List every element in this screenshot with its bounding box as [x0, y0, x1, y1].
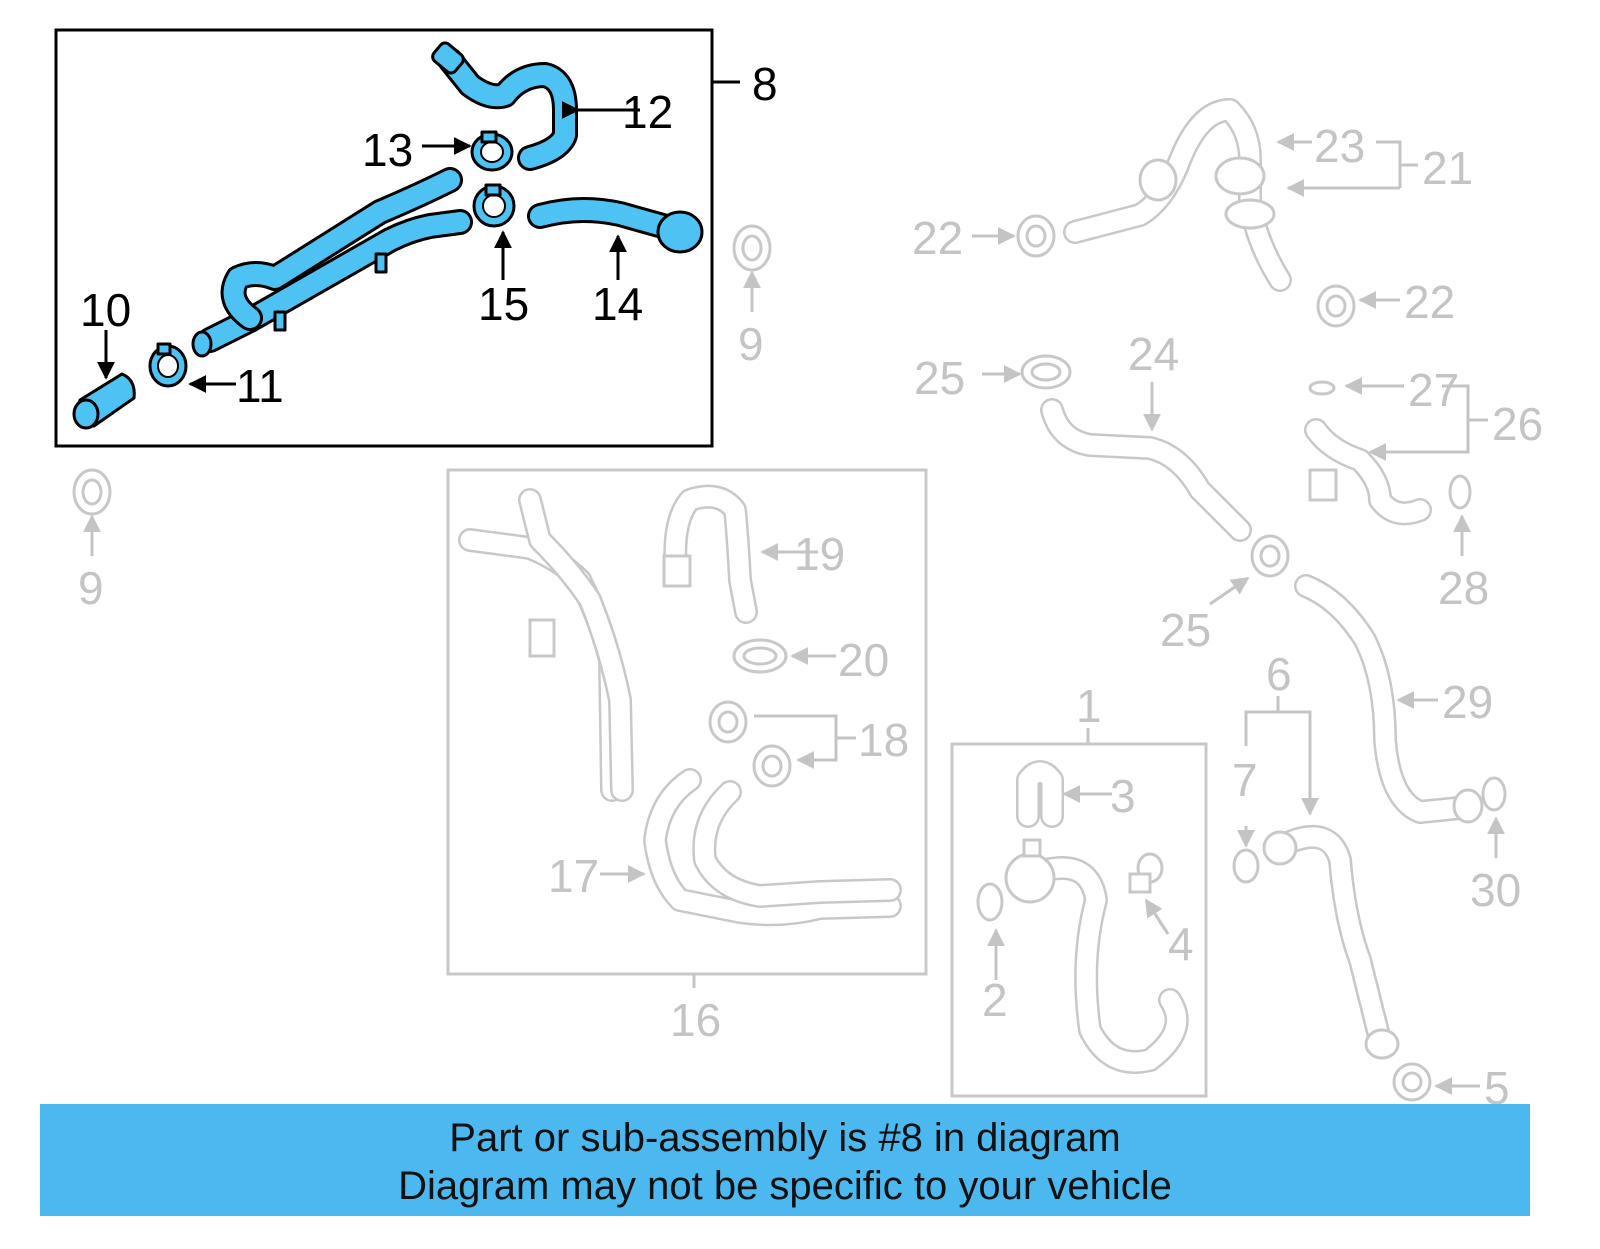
label-26: 26	[1492, 398, 1543, 450]
label-3: 3	[1110, 770, 1136, 822]
label-7: 7	[1232, 754, 1258, 806]
label-27: 27	[1408, 364, 1459, 416]
clamp-25-bottom[interactable]	[1250, 534, 1290, 578]
assembly-8-group[interactable]: 8 12 13 15 14	[54, 28, 778, 448]
pipe-assembly-16[interactable]	[458, 488, 634, 802]
label-29: 29	[1442, 676, 1493, 728]
assembly-1-group[interactable]: 3 4 2	[950, 742, 1208, 1098]
label-17: 17	[548, 850, 599, 902]
clamp-25-top[interactable]	[1020, 354, 1072, 390]
label-14: 14	[592, 278, 643, 330]
label-4: 4	[1168, 918, 1194, 970]
label-15: 15	[478, 278, 529, 330]
label-2: 2	[982, 974, 1008, 1026]
label-23: 23	[1314, 120, 1365, 172]
pipe-assembly[interactable]	[191, 167, 473, 358]
hose-1[interactable]	[1004, 838, 1189, 1074]
clamp-22-right[interactable]	[1316, 284, 1356, 328]
label-25-top: 25	[914, 352, 965, 404]
label-12: 12	[622, 86, 673, 138]
label-22-right: 22	[1404, 276, 1455, 328]
clamps-18[interactable]	[708, 700, 792, 788]
label-8: 8	[752, 58, 778, 110]
label-1: 1	[1076, 680, 1102, 732]
hose-24[interactable]	[1040, 398, 1252, 542]
hose-29[interactable]	[1294, 574, 1484, 824]
label-24: 24	[1128, 328, 1179, 380]
o-ring-2[interactable]	[976, 882, 1004, 922]
hose-17[interactable]	[643, 768, 902, 927]
clamp-9-right[interactable]: 9	[732, 224, 772, 370]
label-25-bottom: 25	[1160, 604, 1211, 656]
hose-6[interactable]	[1262, 824, 1400, 1060]
clamp-13[interactable]	[470, 130, 514, 172]
fitting-26[interactable]	[1304, 380, 1432, 526]
clamp-5[interactable]	[1392, 1062, 1432, 1102]
label-9-left: 9	[78, 562, 104, 614]
label-11: 11	[236, 360, 284, 412]
label-28: 28	[1438, 562, 1489, 614]
assembly-1-frame	[950, 742, 1208, 1098]
assembly-16-frame	[446, 468, 928, 976]
o-ring-28[interactable]	[1448, 474, 1472, 510]
label-22-left: 22	[912, 212, 963, 264]
bracket-3[interactable]	[1016, 760, 1064, 828]
clamp-20[interactable]	[732, 638, 788, 674]
label-18: 18	[858, 714, 909, 766]
cap-4[interactable]	[1128, 852, 1164, 894]
label-6: 6	[1266, 648, 1292, 700]
assembly-16-group[interactable]: 19 20 18 17	[446, 468, 928, 976]
label-19: 19	[794, 528, 845, 580]
hose-12[interactable]	[430, 41, 578, 171]
sleeve-10[interactable]	[72, 372, 136, 430]
label-21: 21	[1422, 142, 1473, 194]
hose-assembly-21[interactable]	[1063, 98, 1292, 292]
label-10: 10	[80, 284, 131, 336]
o-ring-7[interactable]	[1232, 848, 1260, 884]
hose-19[interactable]	[662, 484, 758, 624]
label-20: 20	[838, 634, 889, 686]
clamp-11[interactable]	[148, 342, 188, 388]
assembly-8-frame	[54, 28, 714, 448]
hose-14[interactable]	[527, 197, 704, 254]
label-30: 30	[1470, 864, 1521, 916]
o-ring-30[interactable]	[1481, 776, 1507, 812]
label-9-right: 9	[738, 318, 764, 370]
info-banner: Part or sub-assembly is #8 in diagram Di…	[40, 1104, 1530, 1216]
label-16: 16	[670, 994, 721, 1046]
clamp-15[interactable]	[472, 183, 516, 228]
clamp-22-left[interactable]	[1016, 214, 1056, 258]
label-13: 13	[362, 124, 413, 176]
banner-line-1: Part or sub-assembly is #8 in diagram	[449, 1116, 1121, 1160]
clamp-9-left[interactable]: 9	[72, 468, 112, 614]
banner-line-2: Diagram may not be specific to your vehi…	[398, 1164, 1172, 1208]
